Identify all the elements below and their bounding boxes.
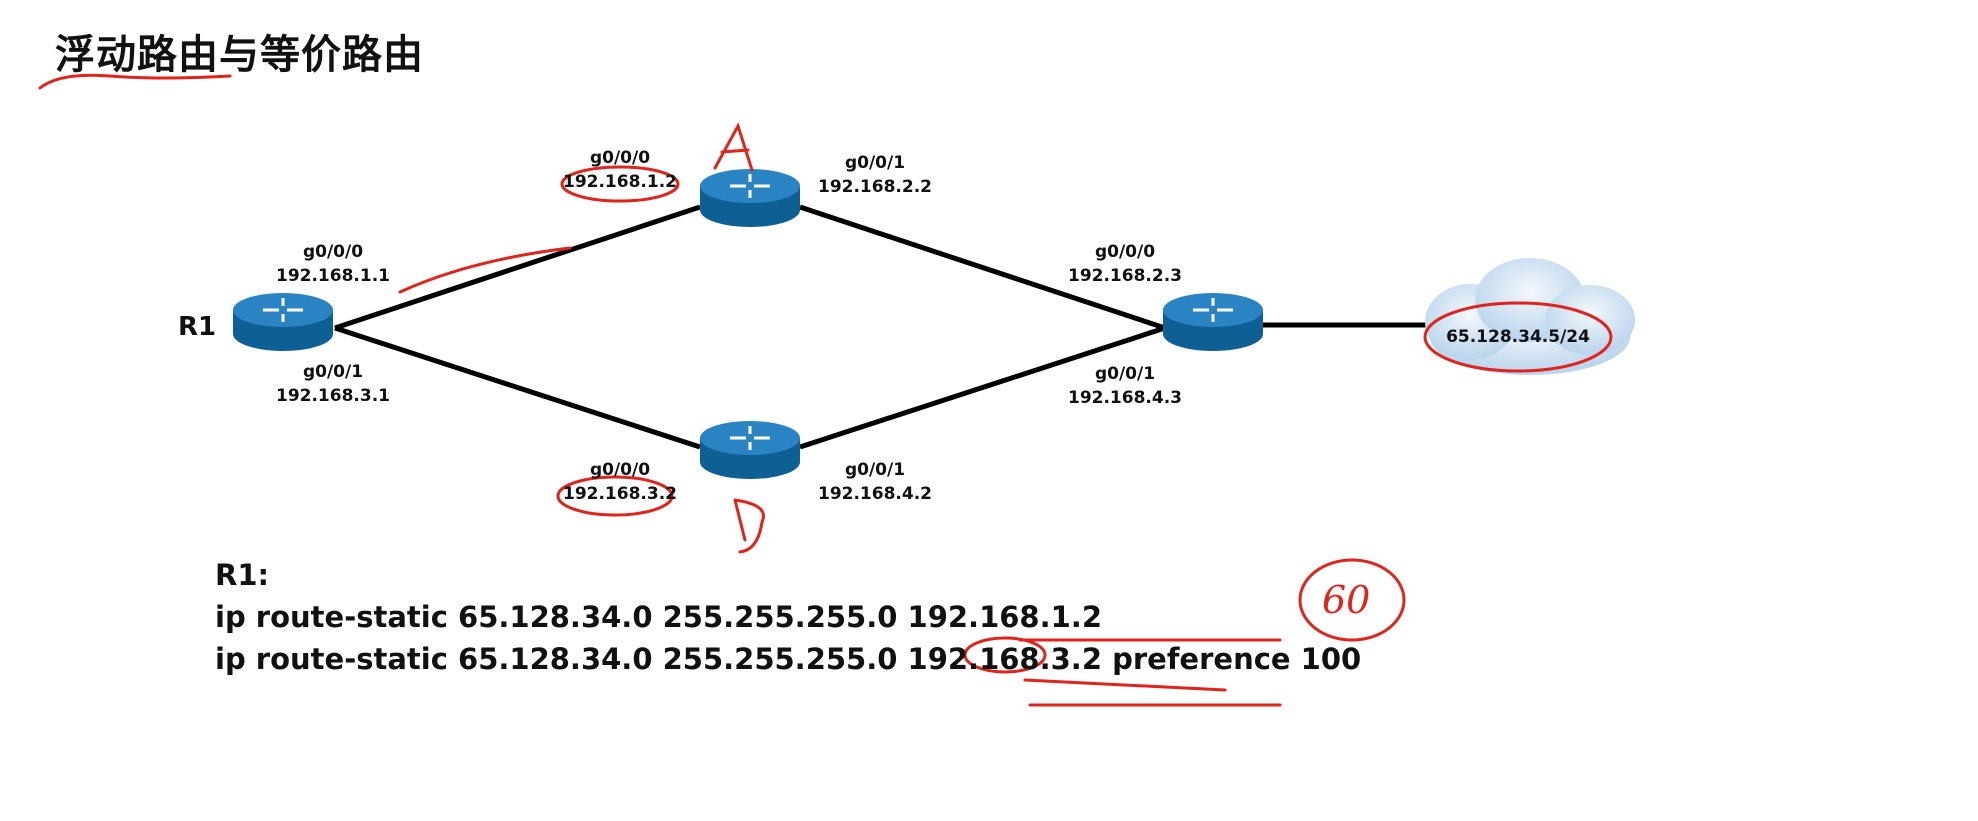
r1-g1-label: g0/0/1 192.168.3.1 [253,360,413,408]
circle-a-ip [560,165,680,203]
router-a-icon [700,169,800,227]
link-r1-b [334,325,701,450]
config-header: R1: [215,558,270,592]
b-g0-intf: g0/0/0 [589,460,651,480]
circle-cloud-ip [1423,301,1613,373]
r1-g1-intf: g0/0/1 [302,362,364,382]
page-title: 浮动路由与等价路由 [55,32,424,78]
r1-g0-ip: 192.168.1.1 [275,266,390,286]
cloud-network-label: 65.128.34.5/24 [1446,327,1590,347]
link-r1-a [334,204,701,331]
b-g0-ip: 192.168.3.2 [562,484,677,504]
r1-g0-label: g0/0/0 192.168.1.1 [253,240,413,288]
r1-g1-ip: 192.168.3.1 [275,386,390,406]
a-g0-ip: 192.168.1.2 [562,172,677,192]
router-edge-icon [1163,293,1263,351]
config-block: R1: ip route-static 65.128.34.0 255.255.2… [215,554,1361,680]
title-underline [38,73,232,90]
r1-g0-intf: g0/0/0 [302,242,364,262]
a-g1-intf: g0/0/1 [844,153,906,173]
a-g0-intf: g0/0/0 [589,148,651,168]
link-b-edge [799,325,1166,450]
letter-b [733,498,765,554]
edge-g1-intf: g0/0/1 [1094,364,1156,384]
b-g1-intf: g0/0/1 [844,460,906,480]
default-preference-note: 60 [1322,578,1371,622]
b-g1-label: g0/0/1 192.168.4.2 [795,458,955,506]
router-r1-name: R1 [178,312,217,342]
handwritten-annotations [38,73,1613,707]
config-line-1: ip route-static 65.128.34.0 255.255.255.… [215,600,1102,634]
router-r1-icon [233,293,333,351]
link-a-edge [799,204,1166,331]
edge-g0-ip: 192.168.2.3 [1067,266,1182,286]
config-line-2: ip route-static 65.128.34.0 255.255.255.… [215,642,1362,676]
edge-g0-label: g0/0/0 192.168.2.3 [1045,240,1205,288]
internet-cloud [1425,258,1635,375]
letter-a [713,122,754,172]
circle-default-pref [1298,558,1406,642]
a-g0-label: g0/0/0 192.168.1.2 [540,146,700,194]
link-underline [398,246,572,294]
circle-route-ip [963,636,1047,674]
edge-g1-ip: 192.168.4.3 [1067,388,1182,408]
b-g0-label: g0/0/0 192.168.3.2 [540,458,700,506]
edge-g0-intf: g0/0/0 [1094,242,1156,262]
b-g1-ip: 192.168.4.2 [817,484,932,504]
circle-b-ip [556,475,674,517]
a-g1-label: g0/0/1 192.168.2.2 [795,151,955,199]
edge-g1-label: g0/0/1 192.168.4.3 [1045,362,1205,410]
a-g1-ip: 192.168.2.2 [817,177,932,197]
underline-preference [1018,638,1282,707]
router-b-icon [700,421,800,479]
